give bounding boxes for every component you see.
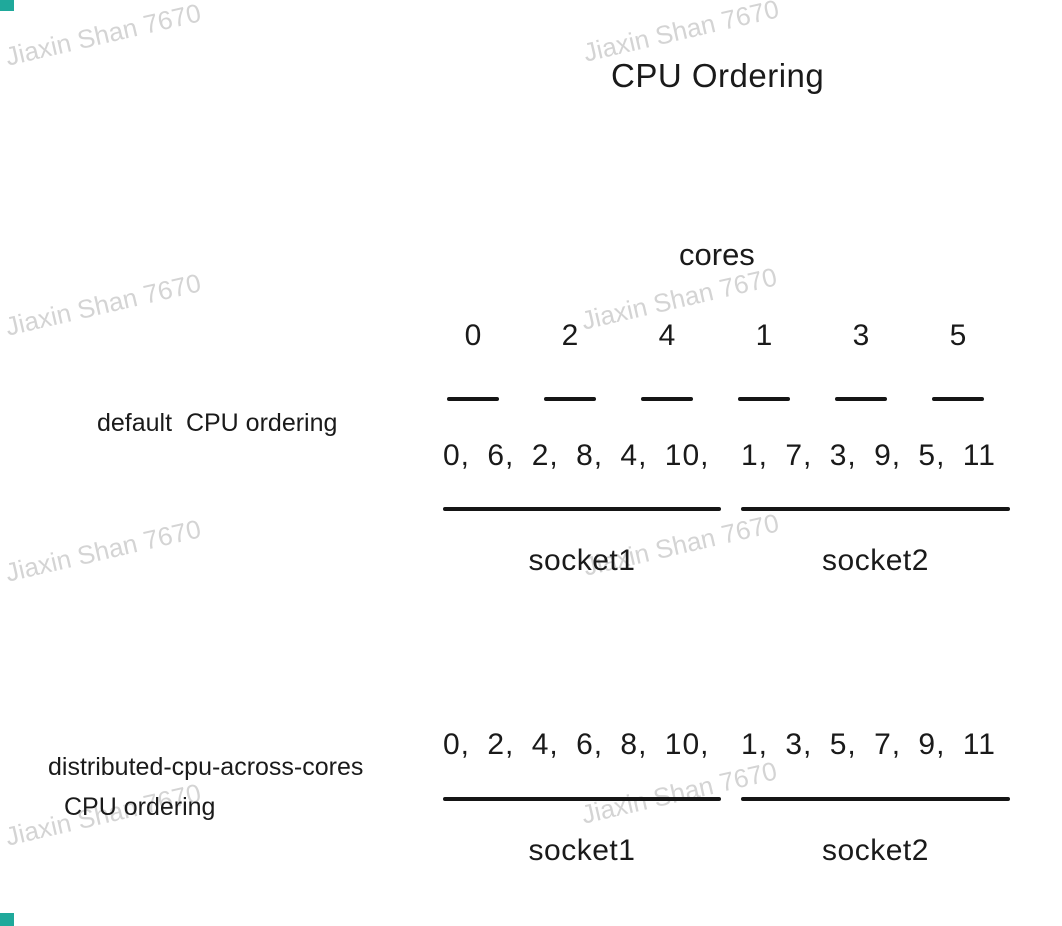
default-socket2-cpus: 1, 7, 3, 9, 5, 11 [741, 439, 996, 472]
cores-label: cores [679, 237, 755, 272]
watermark: Jiaxin Shan 7670 [2, 513, 204, 588]
core-tick [835, 397, 887, 401]
default-socket2-group: 1, 7, 3, 9, 5, 11 socket2 [741, 438, 1010, 579]
socket2-label: socket2 [822, 543, 929, 577]
core-column: 2 [540, 318, 600, 401]
cores-row: 0 2 4 1 3 5 [443, 318, 988, 401]
core-column: 1 [734, 318, 794, 401]
distributed-socket2-cpus: 1, 3, 5, 7, 9, 11 [741, 728, 996, 761]
socket2-underline [741, 797, 1010, 801]
core-tick [447, 397, 499, 401]
core-number: 4 [658, 319, 676, 352]
watermark: Jiaxin Shan 7670 [2, 267, 204, 342]
distributed-socket1-group: 0, 2, 4, 6, 8, 10, socket1 [443, 727, 721, 869]
distributed-ordering-label-line2: CPU ordering [64, 793, 216, 821]
socket2-label: socket2 [822, 833, 929, 867]
core-number: 5 [949, 319, 967, 352]
core-column: 5 [928, 318, 988, 401]
corner-marker-top-left [0, 0, 14, 11]
core-tick [641, 397, 693, 401]
core-tick [544, 397, 596, 401]
default-ordering-label: default CPU ordering [97, 409, 338, 437]
core-number: 2 [561, 319, 579, 352]
corner-marker-bottom-left [0, 913, 14, 926]
core-tick [932, 397, 984, 401]
core-number: 0 [464, 319, 482, 352]
socket2-underline [741, 507, 1010, 511]
distributed-ordering-label-line1: distributed-cpu-across-cores [48, 753, 364, 781]
core-number: 3 [852, 319, 870, 352]
socket1-label: socket1 [528, 543, 636, 577]
core-column: 0 [443, 318, 503, 401]
default-socket1-cpus: 0, 6, 2, 8, 4, 10, [443, 439, 710, 472]
default-socket1-group: 0, 6, 2, 8, 4, 10, socket1 [443, 438, 721, 579]
distributed-socket1-cpus: 0, 2, 4, 6, 8, 10, [443, 728, 710, 761]
core-column: 3 [831, 318, 891, 401]
diagram-title: CPU Ordering [611, 57, 825, 94]
distributed-socket2-group: 1, 3, 5, 7, 9, 11 socket2 [741, 727, 1010, 869]
socket1-label: socket1 [528, 833, 636, 867]
socket1-underline [443, 797, 721, 801]
core-column: 4 [637, 318, 697, 401]
watermark: Jiaxin Shan 7670 [2, 0, 204, 72]
socket1-underline [443, 507, 721, 511]
core-tick [738, 397, 790, 401]
core-number: 1 [755, 319, 773, 352]
